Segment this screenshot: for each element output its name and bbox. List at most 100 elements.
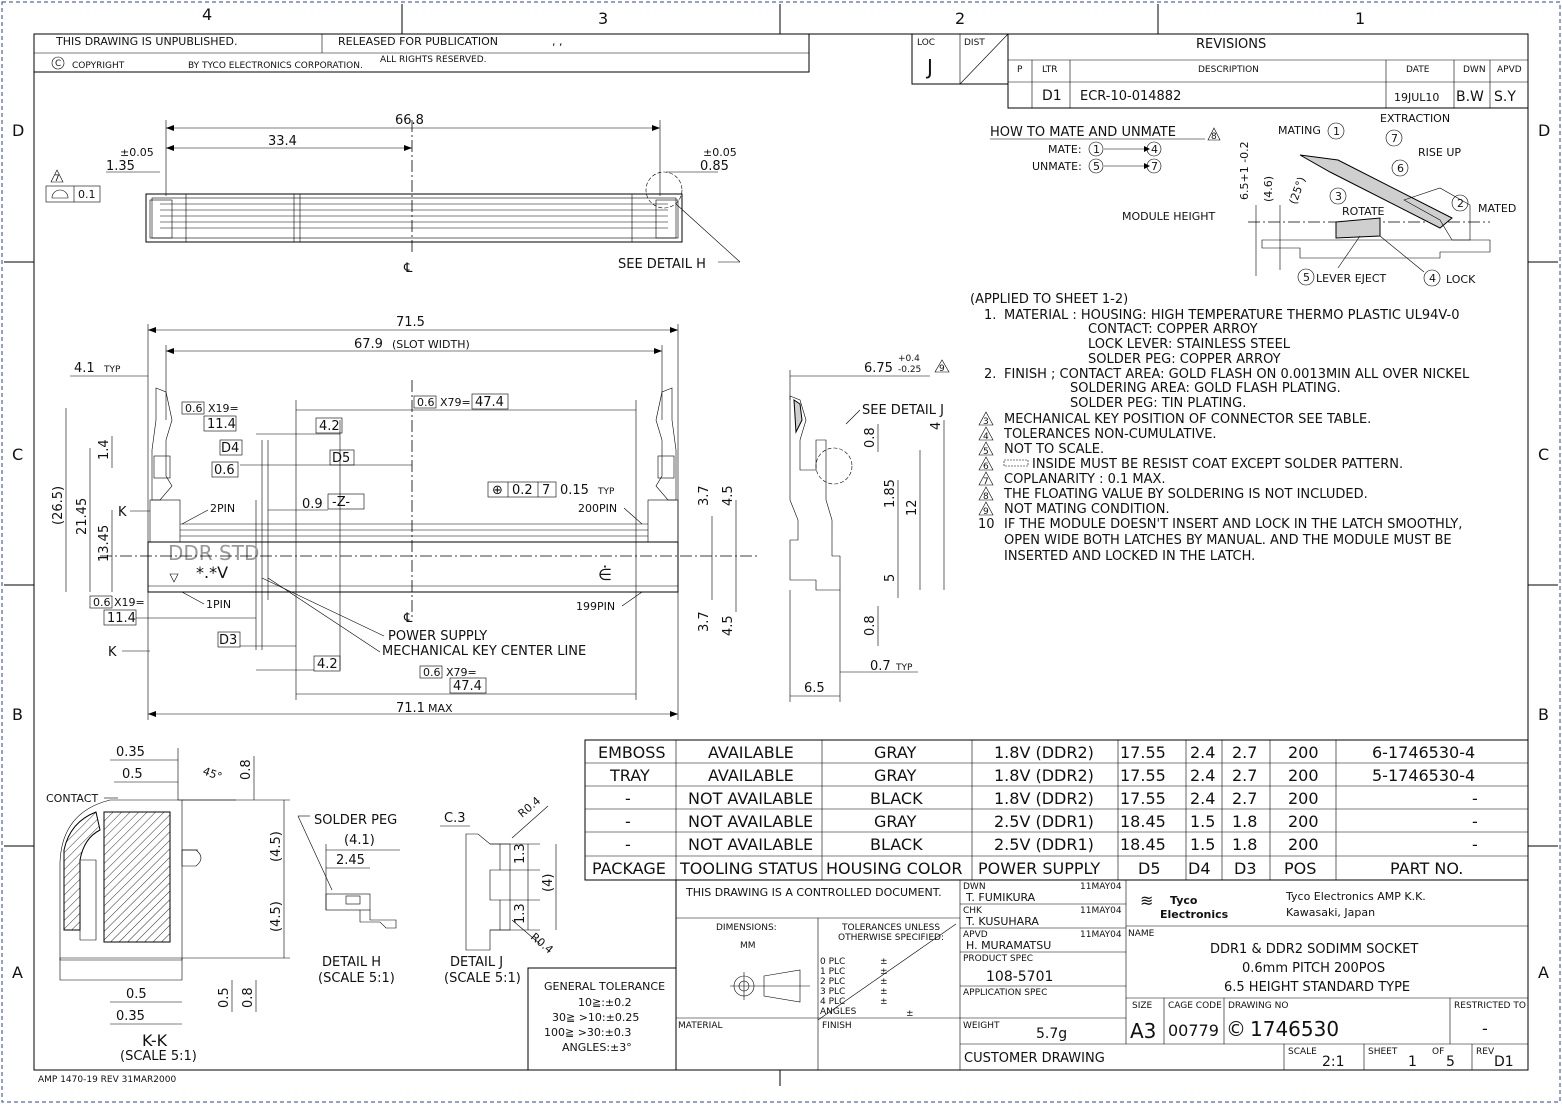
top-centerline: ℄ [403, 261, 413, 276]
mech-key-label: MECHANICAL KEY CENTER LINE [382, 644, 586, 659]
zone-ticks [4, 4, 1558, 1086]
cell-package: - [625, 812, 631, 831]
drawing-number: 1746530 [1250, 1017, 1339, 1041]
cell-d3: 2.7 [1232, 766, 1257, 785]
rev-header-dwn: DWN [1463, 65, 1486, 75]
x19b-label: X19= [114, 596, 145, 609]
x79b-label: X79= [446, 666, 477, 679]
d3-label: D3 [219, 633, 237, 648]
name-label: NAME [1128, 929, 1155, 939]
front-view: 71.5 67.9 (SLOT WIDTH) 4.1 TYP 0.6 X19= … [51, 315, 760, 720]
dim-71-1: 71.1 [396, 701, 425, 716]
side-dim-6-5: 6.5 [804, 681, 825, 696]
dim-1-4: 1.4 [97, 439, 112, 460]
product-spec-label: PRODUCT SPEC [963, 954, 1033, 964]
chk-date: 11MAY04 [1080, 906, 1122, 916]
cell-d4: 2.4 [1190, 789, 1215, 808]
pitch-a: 0.6 [185, 402, 203, 415]
note-1: MATERIAL : HOUSING: HIGH TEMPERATURE THE… [1004, 308, 1460, 323]
rise-up-label: RISE UP [1418, 146, 1461, 159]
note-2-soldering: SOLDERING AREA: GOLD FLASH PLATING. [1070, 381, 1341, 396]
gt-line-3: 100≧ >30:±0.3 [544, 1026, 631, 1039]
box-4-2: 4.2 [319, 419, 340, 434]
profile-icon [51, 189, 69, 199]
note-7-num: 7 [983, 477, 989, 487]
rotate-label: ROTATE [1342, 205, 1385, 218]
j-c3: C.3 [444, 811, 465, 826]
released-text: RELEASED FOR PUBLICATION [338, 35, 498, 48]
header-color: HOUSING COLOR [826, 859, 962, 878]
dim-21-45: 21.45 [75, 498, 90, 535]
dimensions-label: DIMENSIONS: [716, 923, 777, 933]
position-symbol-icon: ⊕ [492, 483, 503, 498]
cell-tooling: AVAILABLE [708, 766, 794, 785]
finish-label: FINISH [822, 1021, 852, 1031]
datum-z: -Z- [332, 495, 350, 510]
zone-row-a-right: A [1538, 963, 1549, 982]
typ-label: TYP [103, 365, 121, 375]
dist-label: DIST [964, 38, 985, 48]
kk-dim-0-5: 0.5 [122, 767, 143, 782]
zone-row-b-left: B [12, 705, 23, 724]
j-dim-1-3a: 1.3 [513, 843, 528, 864]
cell-d3: 2.7 [1232, 743, 1257, 762]
cell-pos: 200 [1288, 766, 1319, 785]
detail-j-scale: (SCALE 5:1) [444, 971, 521, 986]
unpublished-text: THIS DRAWING IS UNPUBLISHED. [55, 35, 237, 48]
chk-name: T. KUSUHARA [965, 915, 1039, 928]
notes-list: 1. MATERIAL : HOUSING: HIGH TEMPERATURE … [978, 308, 1470, 564]
box-47-4b: 47.4 [453, 679, 482, 694]
rev-header-p: P [1017, 65, 1023, 75]
pin-2-label: 2PIN [210, 502, 235, 515]
svg-text:±: ± [880, 957, 888, 967]
dwn-name: T. FUMIKURA [965, 891, 1036, 904]
side-dim-12: 12 [905, 499, 920, 516]
table-row: TRAY AVAILABLE GRAY 1.8V (DDR2) 17.55 2.… [609, 766, 1475, 785]
tol-unless: TOLERANCES UNLESS [841, 923, 940, 933]
flatness-note: 7 [54, 174, 60, 184]
dwn-date: 11MAY04 [1080, 882, 1122, 892]
note-10: IF THE MODULE DOESN'T INSERT AND LOCK IN… [1004, 517, 1462, 532]
kk-dim-0-8b: 0.8 [241, 987, 256, 1008]
svg-text:±: ± [906, 1009, 914, 1019]
kk-dim-4-5b: (4.5) [269, 901, 284, 932]
cell-d4: 2.4 [1190, 743, 1215, 762]
slot-width-label: (SLOT WIDTH) [392, 338, 470, 351]
power-supply-label: POWER SUPPLY [388, 629, 487, 644]
flatness-value: 0.1 [78, 188, 96, 201]
header-tooling: TOOLING STATUS [679, 859, 818, 878]
rev-row-description: ECR-10-014882 [1080, 89, 1181, 104]
dim-71-5: 71.5 [396, 315, 425, 330]
plc-4: 4 PLC [820, 997, 845, 1007]
table-row: - NOT AVAILABLE BLACK 1.8V (DDR2) 17.55 … [625, 789, 1478, 808]
cell-d4: 1.5 [1190, 835, 1215, 854]
cell-d5: 17.55 [1120, 743, 1166, 762]
weight-value: 5.7g [1036, 1026, 1067, 1042]
size-label: SIZE [1132, 1001, 1153, 1011]
side-typ: TYP [895, 663, 913, 673]
detail-j: C.3 R0.4 1.3 1.3 (4) R0.4 DETAIL J (SCAL… [440, 794, 557, 986]
n4: 4 [1429, 272, 1436, 285]
tol-plus: +0.4 [898, 354, 920, 364]
lock-label: LOCK [1446, 273, 1476, 286]
cell-color: BLACK [870, 835, 923, 854]
cage-code: 00779 [1168, 1021, 1219, 1040]
header-d4: D4 [1188, 859, 1211, 878]
zone-row-labels: D C B A D C B A [12, 121, 1550, 982]
typ-label-2: TYP [597, 487, 615, 497]
general-notes: (APPLIED TO SHEET 1-2) 1. MATERIAL : HOU… [970, 292, 1470, 564]
title-line-3: 6.5 HEIGHT STANDARD TYPE [1224, 980, 1410, 995]
rights-text: ALL RIGHTS RESERVED. [380, 55, 487, 65]
note-1-num: 1. [984, 308, 996, 323]
h-dim-4-1: (4.1) [344, 833, 375, 848]
note-10-num: 10 [978, 517, 995, 532]
left-latch [151, 387, 173, 501]
top-view-body [145, 193, 683, 243]
note-3: MECHANICAL KEY POSITION OF CONNECTOR SEE… [1004, 412, 1371, 427]
pitch-c: 0.6 [93, 596, 111, 609]
j-dim-4: (4) [541, 874, 556, 892]
resist-symbol [1003, 459, 1029, 467]
front-centerline: ℄ [403, 611, 413, 626]
zone-col-3: 3 [598, 9, 608, 28]
